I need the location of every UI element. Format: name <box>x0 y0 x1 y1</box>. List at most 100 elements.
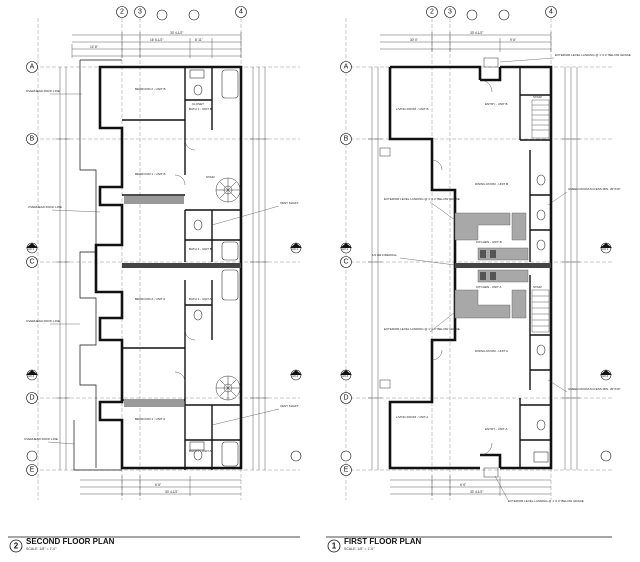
section-markers-left <box>26 9 302 462</box>
section-mark: A3.2 <box>292 374 299 378</box>
plan-number: 1 <box>332 542 337 551</box>
note: EXTERIOR LEVEL LANDING @ 1' 0.4" BELOW G… <box>555 53 631 57</box>
note: GREEN ROOM ACCESS MIN. 30"X30" <box>568 387 621 391</box>
grid-col-label: 3 <box>138 9 142 16</box>
plan-number: 2 <box>14 542 19 551</box>
grid-row-label: B <box>30 136 35 143</box>
note: 1/2 HR FIREWALL <box>372 253 397 257</box>
room-label: BEDROOM 2 - UNIT B <box>135 87 165 91</box>
grid-col-label: 2 <box>120 9 124 16</box>
dims-side-left <box>56 67 268 470</box>
overhang-outline-left <box>73 59 122 471</box>
room-label: STAIR <box>206 175 215 179</box>
dim-label: 8' 11" <box>195 38 203 42</box>
note: EXTERIOR LEVEL LANDING @ 1' 0.4" BELOW G… <box>384 197 460 201</box>
dim-label: 6' 6" <box>155 483 161 487</box>
note: OVERHEAD ROOF LINE <box>28 205 62 209</box>
room-label: BATH 1 - UNIT A <box>189 297 212 301</box>
note: VENT SHAFT <box>280 404 299 408</box>
dim-label: 33' 4-1/2" <box>470 490 483 494</box>
room-label: ENTRY - UNIT B <box>485 102 508 106</box>
plan-title: FIRST FLOOR PLAN <box>344 537 422 546</box>
room-label: STAIR <box>533 95 542 99</box>
grid-col-label: 4 <box>239 9 243 16</box>
room-label: BATH 2 - UNIT A <box>189 449 212 453</box>
second-floor-plan: 33' 4-1/2" 16' 5-1/2" 8' 11" 14' 8" 6' 6… <box>8 6 302 553</box>
grid-row-label: D <box>29 395 34 402</box>
stair-left <box>215 177 241 401</box>
grid-col-label: 4 <box>549 9 553 16</box>
grid-col-label: 2 <box>430 9 434 16</box>
dim-label: 33' 4-1/2" <box>470 31 483 35</box>
note: EXTERIOR LEVEL LANDING @ 1' 0.4" BELOW G… <box>384 327 460 331</box>
plan-scale: SCALE: 1/8" = 1'-0" <box>26 547 57 551</box>
dim-label: 33' 4-1/2" <box>170 31 183 35</box>
room-label: KITCHEN - UNIT B <box>476 240 502 244</box>
grid-col-label: 3 <box>448 9 452 16</box>
doors-right <box>431 79 493 456</box>
note: GREEN ROOM ACCESS MIN. 30"X30" <box>568 187 621 191</box>
grid-row-label: C <box>343 259 348 266</box>
grid-row-label: A <box>344 64 349 71</box>
room-label: KITCHEN - UNIT A <box>476 285 501 289</box>
plan-number-bubble-right <box>327 539 341 553</box>
note: OVERHEAD ROOF LINE <box>26 89 60 93</box>
dim-label: 9' 6" <box>510 38 516 42</box>
grid-bubbles-left <box>26 6 247 476</box>
room-label: DINING ROOM - UNIT A <box>475 349 508 353</box>
room-label: BEDROOM 1 - UNIT B <box>135 172 165 176</box>
exterior-walls-left <box>94 65 243 470</box>
grid-row-label: B <box>344 136 349 143</box>
section-mark: A3.2 <box>28 374 35 378</box>
grid-bubbles-right <box>340 6 557 476</box>
grid-row-label: A <box>30 64 35 71</box>
party-wall-right <box>455 263 551 268</box>
leader-lines-left <box>47 93 280 445</box>
grid-row-label: E <box>344 467 349 474</box>
interior-walls-left <box>122 67 241 470</box>
dims-top-right <box>380 32 552 52</box>
doors-left <box>174 139 196 383</box>
stair-right <box>531 99 550 333</box>
room-label: STAIR <box>533 285 542 289</box>
section-mark: A3.2 <box>602 374 609 378</box>
grid-row-label: C <box>29 259 34 266</box>
bath-fixtures-left <box>189 69 239 467</box>
landings <box>379 57 499 478</box>
note: EXTERIOR LEVEL LANDING @ 1' 0.4" BELOW G… <box>508 499 584 503</box>
dim-label: 16' 5-1/2" <box>150 38 163 42</box>
dims-top-left <box>71 32 242 58</box>
section-mark: A3.1 <box>28 247 35 251</box>
dims-side-right <box>368 67 580 470</box>
interior-walls-right <box>519 67 551 468</box>
section-mark: A3.1 <box>602 247 609 251</box>
grid-row-label: E <box>30 467 35 474</box>
room-label: BEDROOM 2 - UNIT A <box>135 297 165 301</box>
room-label: DINING ROOM - UNIT B <box>475 182 508 186</box>
room-label: LIVING ROOM - UNIT B <box>396 107 428 111</box>
grid-row-label: D <box>343 395 348 402</box>
section-mark: A3.1 <box>342 247 349 251</box>
dim-label: 30' 0" <box>410 38 418 42</box>
room-label: BEDROOM 1 - UNIT A <box>135 417 165 421</box>
room-label: CLOSET <box>192 102 204 106</box>
note: VENT SHAFT <box>280 201 299 205</box>
plan-title: SECOND FLOOR PLAN <box>26 537 115 546</box>
dims-bottom-left <box>80 476 241 496</box>
first-floor-plan: 33' 4-1/2" 30' 0" 9' 6" 6' 6" 33' 4-1/2" <box>326 6 631 553</box>
room-label: BATH 2 - UNIT B <box>189 247 212 251</box>
note: OVERHEAD ROOF LINE <box>26 319 60 323</box>
room-label: LIVING ROOM - UNIT A <box>396 415 428 419</box>
closet-fill-left <box>124 196 184 407</box>
dim-label: 6' 6" <box>460 483 466 487</box>
appliances <box>480 250 496 280</box>
room-label: ENTRY - UNIT A <box>485 427 507 431</box>
dim-label: 33' 4-1/2" <box>165 490 178 494</box>
party-wall-left <box>122 263 241 268</box>
wc-fixtures-right <box>533 174 549 463</box>
section-triangles-left <box>26 243 302 375</box>
dim-label: 14' 8" <box>90 45 98 49</box>
leader-lines-right <box>399 57 568 501</box>
plan-scale: SCALE: 1/8" = 1'-0" <box>344 547 375 551</box>
